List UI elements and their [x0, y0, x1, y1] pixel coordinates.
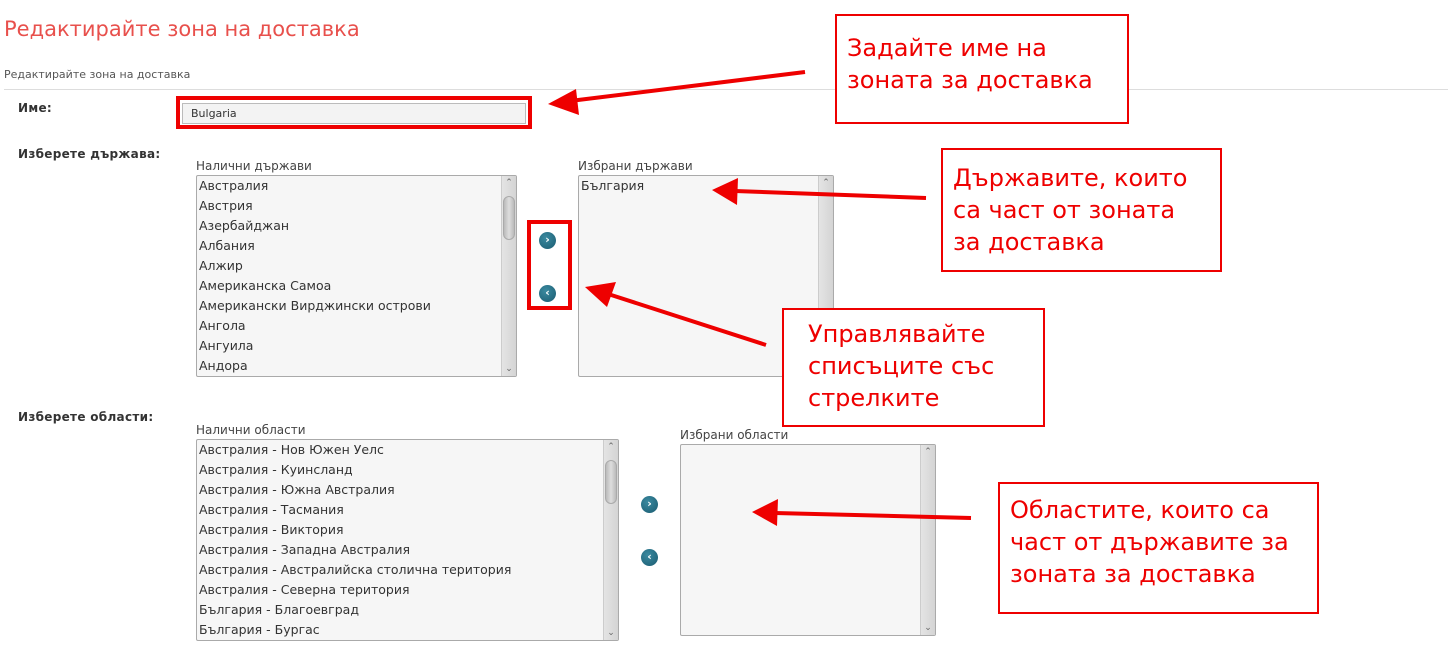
list-item[interactable]: Албания	[199, 238, 255, 253]
arrow-icon	[604, 291, 767, 347]
scroll-up-icon[interactable]: ⌃	[505, 178, 513, 188]
scrollbar[interactable]: ⌃⌄	[501, 176, 516, 376]
list-item[interactable]: Ангола	[199, 318, 246, 333]
annotation-countries: Държавите, които са част от зоната за до…	[941, 148, 1222, 272]
name-label: Име:	[18, 101, 52, 115]
country-label: Изберете държава:	[18, 147, 161, 161]
list-item[interactable]: Австралия - Западна Австралия	[199, 542, 411, 557]
list-item[interactable]: Азербайджан	[199, 218, 290, 233]
scrollbar[interactable]: ⌃⌄	[603, 440, 618, 640]
arrows-highlight	[527, 220, 572, 310]
arrowhead-icon	[585, 282, 616, 307]
arrow-icon	[774, 511, 972, 520]
annotation-regions: Областите, които са част от държавите за…	[998, 482, 1319, 614]
divider	[4, 89, 1448, 90]
list-item[interactable]: България - Благоевград	[199, 602, 359, 617]
add-country-button[interactable]: ›	[539, 232, 556, 249]
scroll-thumb[interactable]	[605, 460, 617, 504]
list-item[interactable]: Австралия - Северна територия	[199, 582, 410, 597]
scrollbar[interactable]: ⌃⌄	[920, 445, 935, 635]
available-countries-label: Налични държави	[196, 159, 312, 173]
name-input[interactable]	[182, 103, 526, 124]
arrowhead-icon	[752, 499, 778, 526]
selected-countries-label: Избрани държави	[578, 159, 693, 173]
annotation-arrows: Управлявайте списъците със стрелките	[782, 308, 1045, 427]
list-item[interactable]: Австралия - Южна Австралия	[199, 482, 395, 497]
arrowhead-icon	[712, 178, 738, 205]
list-item[interactable]: Американска Самоа	[199, 278, 332, 293]
list-item[interactable]: Алжир	[199, 258, 243, 273]
list-item[interactable]: Австралия - Австралийска столична терито…	[199, 562, 512, 577]
scroll-up-icon[interactable]: ⌃	[607, 442, 615, 452]
arrow-icon	[569, 70, 806, 103]
list-item[interactable]: България - Бургас	[199, 622, 320, 637]
list-item[interactable]: Австралия	[199, 178, 269, 193]
list-item[interactable]: Австралия - Нов Южен Уелс	[199, 442, 384, 457]
list-item[interactable]: Австралия - Куинсланд	[199, 462, 353, 477]
list-item[interactable]: Австрия	[199, 198, 253, 213]
list-item[interactable]: Андора	[199, 358, 248, 373]
list-item[interactable]: България	[581, 178, 645, 193]
selected-regions-list[interactable]: ⌃⌄	[680, 444, 936, 636]
section-subtitle: Редактирайте зона на доставка	[4, 68, 191, 81]
arrowhead-icon	[548, 89, 579, 115]
scroll-down-icon[interactable]: ⌄	[924, 623, 932, 633]
available-regions-label: Налични области	[196, 423, 306, 437]
regions-label: Изберете области:	[18, 410, 154, 424]
annotation-name: Задайте име на зоната за доставка	[835, 14, 1129, 124]
scroll-down-icon[interactable]: ⌄	[607, 628, 615, 638]
page-title: Редактирайте зона на доставка	[4, 17, 360, 41]
scroll-up-icon[interactable]: ⌃	[822, 178, 830, 188]
scroll-up-icon[interactable]: ⌃	[924, 447, 932, 457]
list-item[interactable]: Австралия - Виктория	[199, 522, 344, 537]
add-region-button[interactable]: ›	[641, 496, 658, 513]
name-highlight	[176, 96, 532, 129]
scroll-thumb[interactable]	[503, 196, 515, 240]
list-item[interactable]: Американски Вирджински острови	[199, 298, 431, 313]
selected-regions-label: Избрани области	[680, 428, 789, 442]
list-item[interactable]: Ангуила	[199, 338, 254, 353]
scroll-down-icon[interactable]: ⌄	[505, 364, 513, 374]
remove-region-button[interactable]: ‹	[641, 549, 658, 566]
list-item[interactable]: Австралия - Тасмания	[199, 502, 344, 517]
arrow-icon	[734, 189, 927, 200]
remove-country-button[interactable]: ‹	[539, 285, 556, 302]
